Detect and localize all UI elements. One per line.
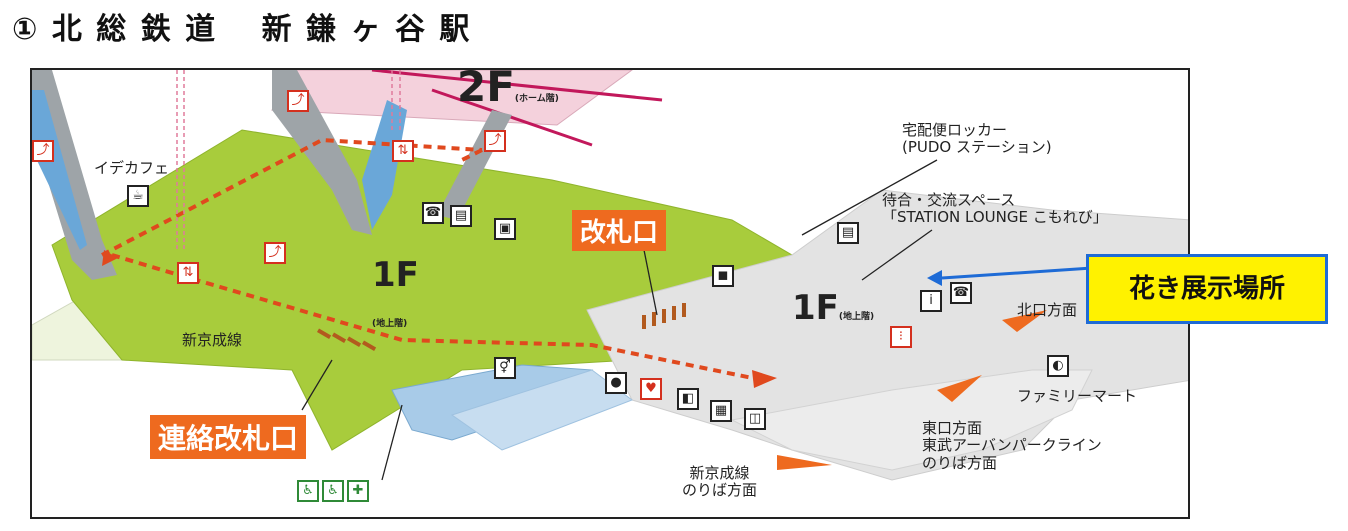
escalator-icon: ⤴: [287, 90, 309, 112]
station-lounge-label: 待合・交流スペース「STATION LOUNGE こもれび」: [882, 191, 1108, 227]
floor-label-2f: 2F(ホーム階): [457, 68, 559, 111]
restroom-icon: ⚥: [494, 357, 516, 379]
escalator-icon: ⤴: [484, 130, 506, 152]
floor-plan-graphic: [32, 70, 1188, 481]
station-staff-icon: ●: [605, 372, 627, 394]
fare-adjustment-icon: ◧: [677, 388, 699, 410]
shinkeisei-platform-label: 新京成線のりば方面: [682, 464, 758, 500]
north-exit-label: 北口方面: [1017, 301, 1078, 319]
phone-icon: ☎: [422, 202, 444, 224]
tobu-line-label: 東口方面東武アーバンパークラインのりば方面: [922, 419, 1102, 472]
ostomate-icon: ✚: [347, 480, 369, 502]
ticket-machine-icon: ▦: [710, 400, 732, 422]
ticket-machine-icon: ⁝: [890, 326, 912, 348]
left-staircase: [32, 70, 117, 280]
familymart-label: ファミリーマート: [1017, 387, 1138, 405]
baby-icon: ◐: [1047, 355, 1069, 377]
ticket-office-icon: ◫: [744, 408, 766, 430]
locker-icon: ▣: [494, 218, 516, 240]
station-floor-map: 2F(ホーム階) 1F(地上階) 1F(地上階) 改札口 連絡改札口 イデカフェ…: [30, 68, 1190, 519]
coin-locker-icon: ▤: [450, 205, 472, 227]
transfer-gate-label: 連絡改札口: [150, 415, 307, 459]
walking-route: [101, 137, 763, 382]
wheelchair-icon: ♿: [322, 480, 344, 502]
direction-arrows: [777, 310, 1047, 470]
cafe-label: イデカフェ: [94, 159, 170, 177]
floor-label-1f-right: 1F(地上階): [792, 288, 875, 328]
coin-locker-icon: ▤: [837, 222, 859, 244]
ticket-gate-label: 改札口: [572, 210, 667, 251]
floor-label-1f-left: 1F(地上階): [372, 255, 419, 329]
flower-display-callout: 花き展示場所: [1086, 254, 1328, 324]
phone-icon: ☎: [950, 282, 972, 304]
ticket-office-icon: ◼: [712, 265, 734, 287]
accessible-toilet-icon: ♿: [297, 480, 319, 502]
escalator-icon: ⤴: [32, 140, 54, 162]
parcel-locker-label: 宅配便ロッカー(PUDO ステーション): [902, 121, 1052, 157]
shinkeisei-line-label: 新京成線: [182, 331, 243, 349]
aed-icon: ♥: [640, 378, 662, 400]
page-title: ① 北 総 鉄 道 新 鎌 ヶ 谷 駅: [12, 12, 472, 47]
ticket-gate-marks: [642, 303, 686, 329]
elevator-icon: ⇅: [392, 140, 414, 162]
escalator-icon: ⤴: [264, 242, 286, 264]
transfer-gate-marks: [317, 328, 377, 351]
elevator-icon: ⇅: [177, 262, 199, 284]
coffee-cup-icon: ☕: [127, 185, 149, 207]
information-icon: i: [920, 290, 942, 312]
